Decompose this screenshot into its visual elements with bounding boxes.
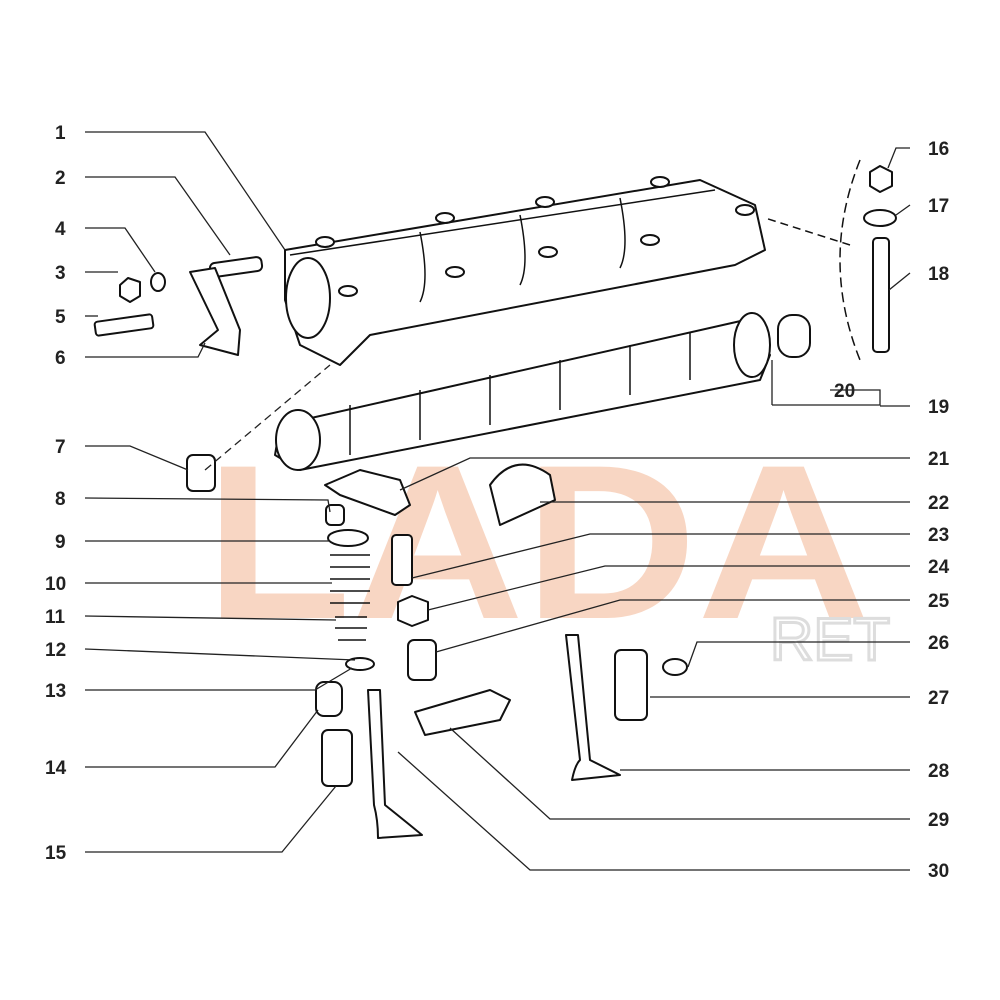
callout-13: 13	[45, 681, 66, 702]
leader-lines	[84, 131, 911, 871]
callouts-left: 1 2 4 3 5 6 7 8 9 10 11 12 13 14 15	[45, 123, 67, 864]
callout-30: 30	[928, 861, 949, 882]
stud-assembly	[764, 159, 897, 361]
callout-9: 9	[55, 532, 66, 553]
small-parts-left	[93, 256, 264, 492]
callout-8: 8	[55, 489, 66, 510]
callout-14: 14	[45, 758, 67, 779]
callout-3: 3	[55, 263, 66, 284]
camshaft	[274, 312, 811, 471]
callout-21: 21	[928, 449, 950, 470]
callout-4: 4	[55, 219, 66, 240]
callout-26: 26	[928, 633, 949, 654]
callout-12: 12	[45, 640, 66, 661]
callout-22: 22	[928, 493, 949, 514]
callout-5: 5	[55, 307, 66, 328]
plug-20	[777, 314, 811, 358]
callout-19: 19	[928, 397, 949, 418]
callout-20: 20	[834, 381, 855, 402]
callout-27: 27	[928, 688, 949, 709]
camshaft-housing	[284, 176, 766, 366]
callout-28: 28	[928, 761, 949, 782]
callout-6: 6	[55, 348, 66, 369]
callout-29: 29	[928, 810, 949, 831]
valve-gear	[315, 463, 688, 839]
callout-1: 1	[55, 123, 66, 144]
callout-11: 11	[45, 607, 66, 628]
callout-7: 7	[55, 437, 66, 458]
callout-2: 2	[55, 168, 66, 189]
watermark-sub: RET	[770, 606, 890, 673]
callout-15: 15	[45, 843, 67, 864]
callouts-right: 16 17 18 20 19 21 22 23 24 25 26 27 28 2…	[834, 139, 950, 882]
callout-18: 18	[928, 264, 949, 285]
callout-17: 17	[928, 196, 949, 217]
callout-24: 24	[928, 557, 950, 578]
callout-10: 10	[45, 574, 66, 595]
callout-25: 25	[928, 591, 950, 612]
callout-23: 23	[928, 525, 949, 546]
callout-16: 16	[928, 139, 949, 160]
